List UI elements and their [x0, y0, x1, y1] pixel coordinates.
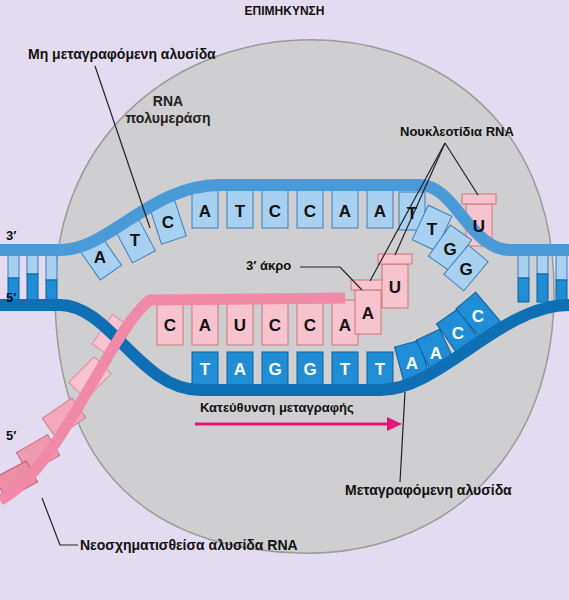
diagram-title: ΕΠΙΜΗΚΥΝΣΗ	[0, 4, 569, 18]
rna-tile	[332, 300, 358, 345]
leader-lines	[42, 66, 478, 545]
base-rung	[556, 252, 567, 280]
dna-rungs-right	[518, 252, 567, 302]
nucleotide-tile	[355, 290, 381, 334]
template-backbone	[0, 305, 569, 390]
leader-line	[400, 392, 405, 482]
leader-line	[370, 143, 445, 281]
base-rung	[518, 278, 529, 302]
nucleotide-cap	[378, 254, 412, 264]
rna-tile	[227, 300, 253, 345]
dna-rungs-left	[8, 252, 57, 302]
dna-tile	[367, 190, 393, 228]
dna-tile	[192, 190, 218, 228]
base-rung	[27, 274, 38, 302]
nucleotide-cap	[351, 280, 385, 290]
arrow-head	[387, 417, 402, 431]
strand-label: Μη μεταγραφόμενη αλυσίδα	[28, 46, 216, 62]
rna-backbone	[0, 298, 345, 500]
leader-line	[95, 66, 150, 228]
end-label: 5′	[6, 428, 16, 443]
base-rung	[46, 280, 57, 302]
direction-arrow	[195, 423, 390, 426]
rna-tile	[157, 300, 183, 345]
dna-tile	[227, 190, 253, 228]
nontemplate-tiles	[78, 190, 488, 291]
leader-line	[42, 498, 78, 545]
polymerase-label: RNA πολυμεράση	[118, 93, 218, 127]
base-rung	[46, 252, 57, 280]
nontemplate-backbone	[0, 185, 569, 250]
nucleotide-cap	[462, 194, 496, 204]
rna-tile	[192, 300, 218, 345]
leader-line	[300, 267, 362, 290]
nucleotide-tile	[382, 264, 408, 308]
end-label: 3′	[6, 228, 16, 243]
base-rung	[556, 280, 567, 302]
dna-tile	[444, 245, 488, 291]
dna-tile	[332, 190, 358, 228]
leader-line	[395, 143, 445, 255]
rna-tiles	[157, 300, 358, 345]
dna-tile	[297, 190, 323, 228]
dna-tile	[262, 190, 288, 228]
base-rung	[537, 274, 548, 302]
rna-tile	[262, 300, 288, 345]
leader-line	[445, 143, 478, 195]
base-rung	[8, 278, 19, 302]
rna-tile	[297, 300, 323, 345]
template-tiles	[192, 292, 500, 390]
